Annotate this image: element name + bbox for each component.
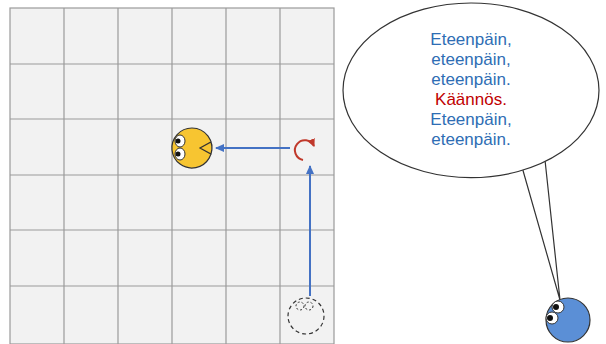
speech-text: Eteenpäin, eteenpäin, eteenpäin. [430, 30, 511, 90]
bubble-tail [520, 160, 560, 300]
speech-text: Eteenpäin, eteenpäin. [430, 110, 511, 150]
blue-speaker [546, 298, 590, 342]
path-arrow-up [309, 166, 311, 296]
grid [10, 8, 334, 344]
speech-text: Käännös. [435, 90, 507, 110]
path-arrow-left [216, 147, 290, 149]
speech-bubble: Eteenpäin, eteenpäin, eteenpäin.Käännös.… [342, 2, 600, 179]
yellow-robot [172, 128, 212, 168]
turn-arrow [295, 140, 314, 160]
start-ghost [288, 298, 324, 334]
